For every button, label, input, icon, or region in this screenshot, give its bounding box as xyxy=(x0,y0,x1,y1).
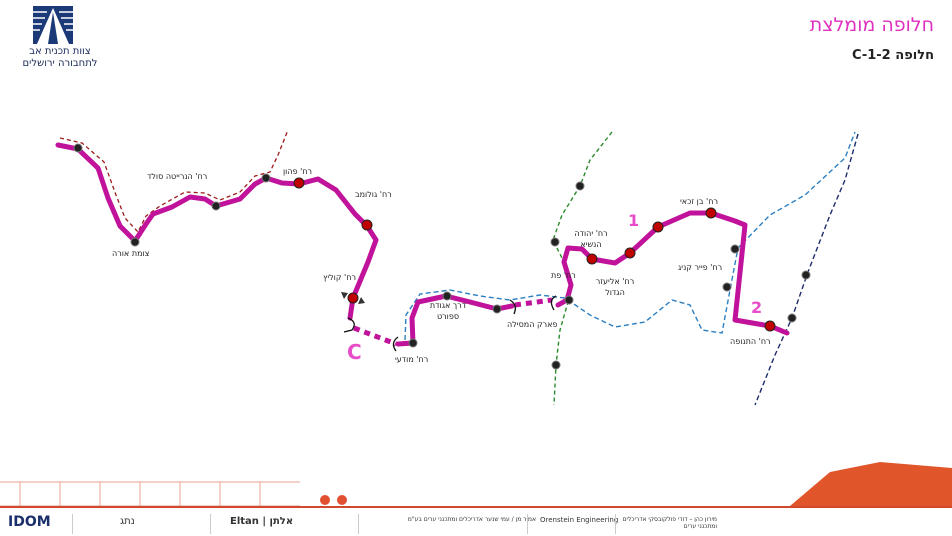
existing-line-blue-dashed xyxy=(404,131,856,341)
footer-logos: IDOM נתג Eltan | אלתן אמיר מן / עמי שנער… xyxy=(0,506,952,536)
segment-marker-c: C xyxy=(347,340,362,364)
label-hatnufa: רח' התנופה xyxy=(730,337,771,346)
label-pierre-koenig: רח' פייר קניג xyxy=(678,263,723,272)
footer-illustration xyxy=(0,462,952,507)
logo-line-2: לתחבורה ירושלים xyxy=(22,58,98,69)
route-map xyxy=(55,129,859,406)
label-ben-zakai: רח' בן זכאי xyxy=(680,197,718,206)
label-mohan: רח' פהון xyxy=(283,167,313,176)
label-eliezer-hagadol: רח' אליעזר הגדול xyxy=(595,277,635,297)
label-yehuda-hanasi: רח' יהודה הנשיא xyxy=(574,229,608,249)
kolitz-direction-arrows xyxy=(341,292,365,304)
segment-marker-1: 1 xyxy=(628,211,640,230)
label-modai: רח' מודעי xyxy=(395,355,429,364)
logo-netag: נתג xyxy=(120,516,135,527)
page-title: חלופה מומלצת xyxy=(809,14,934,36)
logo-idom: IDOM xyxy=(8,514,51,530)
existing-line-navy-dashed xyxy=(754,133,859,406)
label-tzomet-ora: צומת אורה xyxy=(112,249,150,258)
recommended-route-west xyxy=(55,142,379,321)
transport-master-plan-logo xyxy=(33,6,73,44)
logo-amir-mann-ami-shinar: אמיר מן / עמי שנער אדריכלים ומתכנני ערים… xyxy=(407,516,536,523)
recommended-route-tunnel-c xyxy=(353,325,397,347)
label-golomb: רח' גולומב xyxy=(355,190,392,199)
label-derech-agudat-sport: דרך אגודת ספורט xyxy=(429,301,467,321)
existing-line-red-dashed xyxy=(59,129,289,234)
black-stations xyxy=(73,143,811,370)
logo-eltan: Eltan | אלתן xyxy=(230,516,294,527)
red-stations xyxy=(293,177,776,332)
page-subtitle: חלופה C-1-2 xyxy=(852,48,934,63)
logo-orenstein: Orenstein Engineering xyxy=(540,516,619,524)
recommended-route-tunnel xyxy=(514,297,553,308)
logo-text: צוות תכנית אב לתחבורה ירושלים xyxy=(10,46,110,70)
label-park-hamesila: פארק המסילה xyxy=(507,320,558,329)
segment-marker-2: 2 xyxy=(751,298,763,317)
label-kolitz: רח' קוליץ xyxy=(323,273,356,282)
tunnel-portals xyxy=(343,295,557,352)
label-henrietta-szold: רח' הנרייטה סולד xyxy=(147,172,208,181)
label-pat: רח' פת xyxy=(551,271,576,280)
logo-line-1: צוות תכנית אב xyxy=(29,46,91,57)
logo-miron-cohen: מירון כהן – דודי פולקובסקי אדריכלים ומתכ… xyxy=(622,516,717,530)
existing-line-green-dashed xyxy=(552,131,613,406)
